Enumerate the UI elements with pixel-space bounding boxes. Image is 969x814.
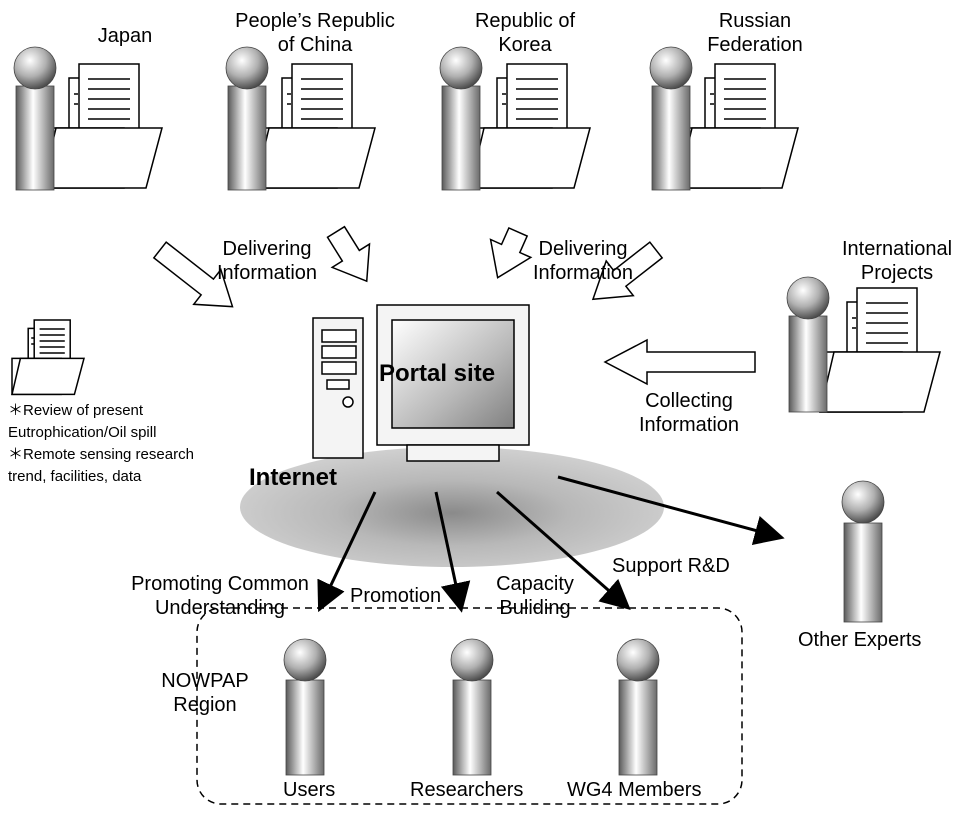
label-international-projects: International Projects (841, 238, 953, 284)
person-icon-russia (649, 46, 693, 191)
arrow-to-users (317, 491, 377, 613)
label-promoting: Promoting Common Understanding (131, 573, 309, 619)
document-folder-icon-japan (41, 63, 163, 189)
person-icon-japan (13, 46, 57, 191)
document-folder-icon-russia (677, 63, 799, 189)
computer-tower-icon (312, 317, 364, 459)
person-icon-china (225, 46, 269, 191)
document-folder-icon-china (254, 63, 376, 189)
document-folder-icon-international (819, 287, 941, 413)
label-japan: Japan (97, 25, 153, 47)
delivering-arrow-russia (591, 241, 664, 301)
label-collecting: Collecting Information (638, 390, 740, 436)
arrow-to-researchers (434, 491, 471, 613)
label-promotion: Promotion (350, 585, 442, 607)
label-support: Support R&D (612, 555, 730, 577)
label-capacity: Capacity Buliding (496, 573, 574, 619)
monitor-icon (376, 304, 530, 462)
label-internet: Internet (249, 464, 338, 491)
delivering-arrow-japan (152, 241, 234, 308)
label-nowpap-region: NOWPAP Region (161, 670, 249, 716)
label-china: People’s Republic of China (235, 10, 395, 56)
person-icon-other-experts (841, 480, 885, 623)
label-other-experts: Other Experts (798, 629, 922, 651)
label-delivering-right: Delivering Information (532, 238, 634, 284)
document-folder-icon-notes (11, 319, 85, 396)
notes-text: ＊Review of present Eutrophication/Oil sp… (8, 402, 194, 485)
delivering-arrow-china (326, 225, 371, 283)
label-portal-site: Portal site (379, 360, 496, 387)
arrow-to-wg4 (496, 490, 631, 610)
person-icon-researchers (450, 638, 494, 776)
delivering-arrow-korea (489, 226, 533, 279)
person-icon-users (283, 638, 327, 776)
label-delivering-left: Delivering Information (216, 238, 318, 284)
collecting-arrow (603, 338, 756, 386)
hollow-arrows (152, 225, 756, 386)
label-russia: Russian Federation (707, 10, 803, 56)
person-icon-wg4 (616, 638, 660, 776)
label-researchers: Researchers (410, 779, 524, 801)
label-korea: Republic of Korea (474, 10, 576, 56)
arrow-to-other-experts (557, 475, 785, 545)
label-users: Users (283, 779, 336, 801)
person-icon-korea (439, 46, 483, 191)
label-wg4-members: WG4 Members (567, 779, 702, 801)
person-icon-international (786, 276, 830, 413)
document-folder-icon-korea (469, 63, 591, 189)
